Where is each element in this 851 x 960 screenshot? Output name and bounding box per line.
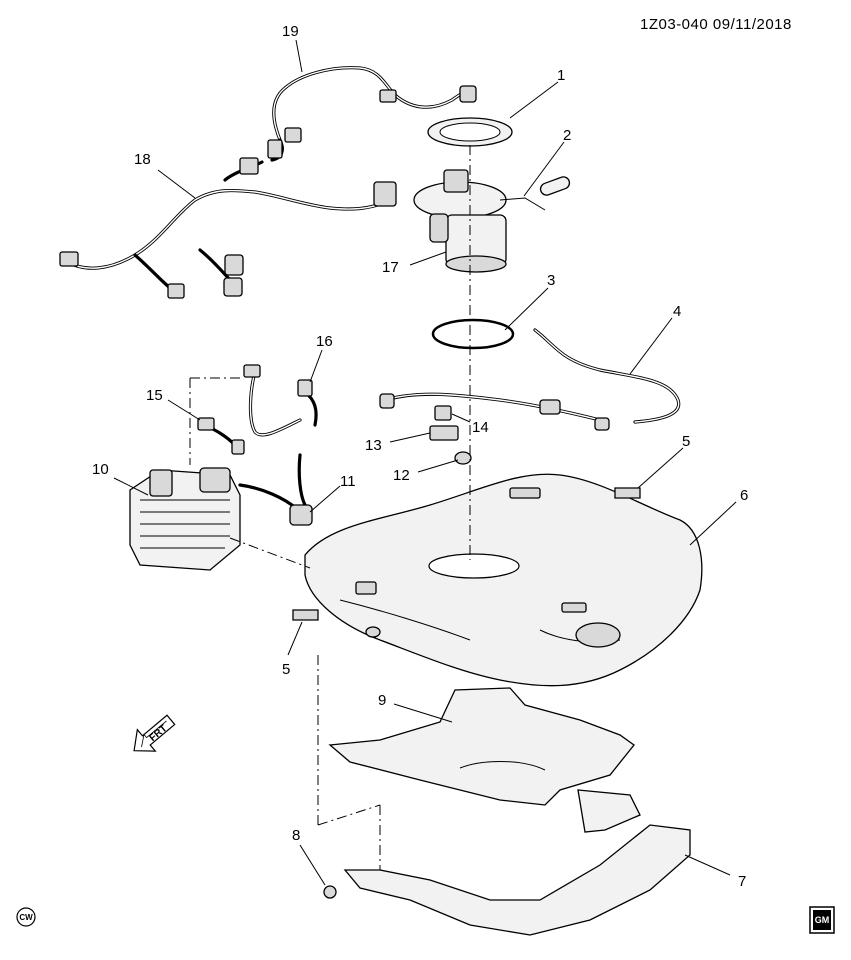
callout-18: 18 — [134, 151, 151, 168]
front-direction-arrow: FRT — [133, 714, 176, 752]
drawing-header: 1Z03-040 09/11/2018 — [640, 16, 840, 33]
wiring-harness-19 — [267, 66, 477, 162]
callout-2: 2 — [563, 127, 571, 144]
callout-12: 12 — [393, 467, 410, 484]
nut-8 — [323, 885, 337, 899]
callout-9: 9 — [378, 692, 386, 709]
seal-ring-3 — [431, 318, 515, 350]
alignment-lines — [189, 145, 471, 870]
callout-5-top: 5 — [682, 433, 690, 450]
heat-shield-9 — [328, 687, 635, 806]
callout-1: 1 — [557, 67, 565, 84]
fuel-tank-shield-7 — [343, 789, 691, 936]
callout-6: 6 — [740, 487, 748, 504]
callout-15: 15 — [146, 387, 163, 404]
callout-17: 17 — [382, 259, 399, 276]
insulator-pad-5 — [292, 487, 641, 621]
wiring-harness-18 — [59, 157, 397, 299]
callout-16: 16 — [316, 333, 333, 350]
drawing-id: 1Z03-040 — [640, 16, 709, 33]
drawing-date: 09/11/2018 — [712, 16, 792, 33]
callout-3: 3 — [547, 272, 555, 289]
callout-13: 13 — [365, 437, 382, 454]
callout-19: 19 — [282, 23, 299, 40]
leader-lines — [113, 39, 737, 886]
fuel-pump-module-17 — [413, 117, 571, 273]
callout-10: 10 — [92, 461, 109, 478]
evap-canister-10 — [129, 453, 313, 571]
vapor-lines — [197, 364, 472, 465]
cw-mark: CW — [16, 907, 36, 927]
cw-label: CW — [19, 913, 33, 922]
fuel-tank-6 — [304, 473, 703, 687]
gm-logo-text: GM — [815, 915, 830, 925]
fuel-line-4 — [379, 328, 681, 431]
callout-11: 11 — [340, 473, 356, 490]
callout-labels: 1 2 3 4 5 5 6 7 8 9 10 11 12 13 14 15 16… — [92, 23, 748, 890]
gm-logo: GM — [809, 906, 835, 934]
callout-5-bottom: 5 — [282, 661, 290, 678]
callout-8: 8 — [292, 827, 300, 844]
callout-4: 4 — [673, 303, 681, 320]
callout-7: 7 — [738, 873, 746, 890]
callout-14: 14 — [472, 419, 489, 436]
